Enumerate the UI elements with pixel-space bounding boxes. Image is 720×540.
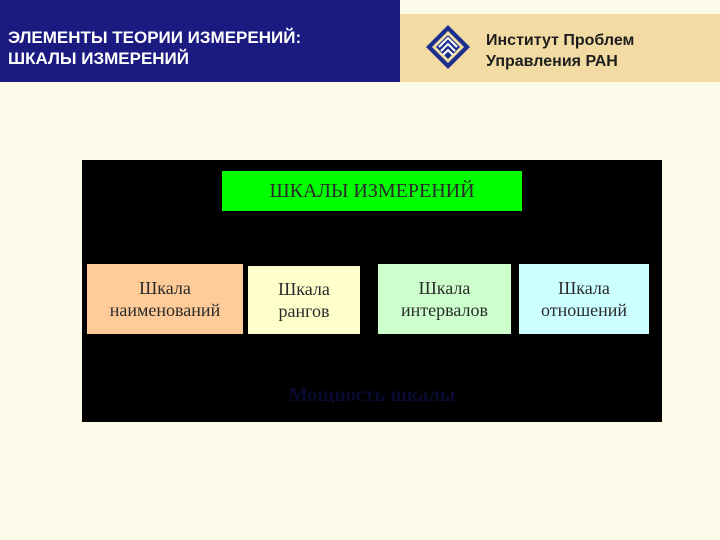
scale-nominal-line-2: наименований	[109, 300, 221, 320]
ipu-ran-logo-icon	[426, 25, 470, 69]
scales-diagram: ШКАЛЫ ИЗМЕРЕНИЙ Шкала наименований Шкала…	[82, 160, 662, 422]
institute-name-line-2: Управления РАН	[486, 53, 618, 70]
scale-nominal-line-1: Шкала	[139, 278, 191, 298]
root-node: ШКАЛЫ ИЗМЕРЕНИЙ	[222, 171, 522, 211]
scale-ratio-node: Шкала отношений	[519, 264, 649, 334]
slide-title-line-1: ЭЛЕМЕНТЫ ТЕОРИИ ИЗМЕРЕНИЙ:	[8, 28, 302, 47]
scale-power-label: Мощность шкалы	[288, 384, 456, 406]
scale-ratio-line-1: Шкала	[558, 278, 610, 298]
scale-ratio-line-2: отношений	[540, 300, 627, 320]
institute-name-line-1: Институт Проблем	[486, 32, 635, 49]
slide-title: ЭЛЕМЕНТЫ ТЕОРИИ ИЗМЕРЕНИЙ: ШКАЛЫ ИЗМЕРЕН…	[8, 27, 398, 69]
scale-ordinal-line-2: рангов	[278, 301, 330, 321]
slide-title-line-2: ШКАЛЫ ИЗМЕРЕНИЙ	[8, 49, 189, 68]
scale-interval-node: Шкала интервалов	[378, 264, 511, 334]
scale-nominal-node: Шкала наименований	[87, 264, 243, 334]
root-node-label: ШКАЛЫ ИЗМЕРЕНИЙ	[269, 179, 475, 202]
scale-interval-line-2: интервалов	[400, 300, 488, 320]
scale-ordinal-line-1: Шкала	[278, 279, 330, 299]
institute-name: Институт Проблем Управления РАН	[486, 30, 716, 72]
title-banner: ЭЛЕМЕНТЫ ТЕОРИИ ИЗМЕРЕНИЙ: ШКАЛЫ ИЗМЕРЕН…	[0, 0, 400, 82]
scale-ordinal-node: Шкала рангов	[248, 266, 360, 334]
scale-interval-line-1: Шкала	[418, 278, 471, 298]
